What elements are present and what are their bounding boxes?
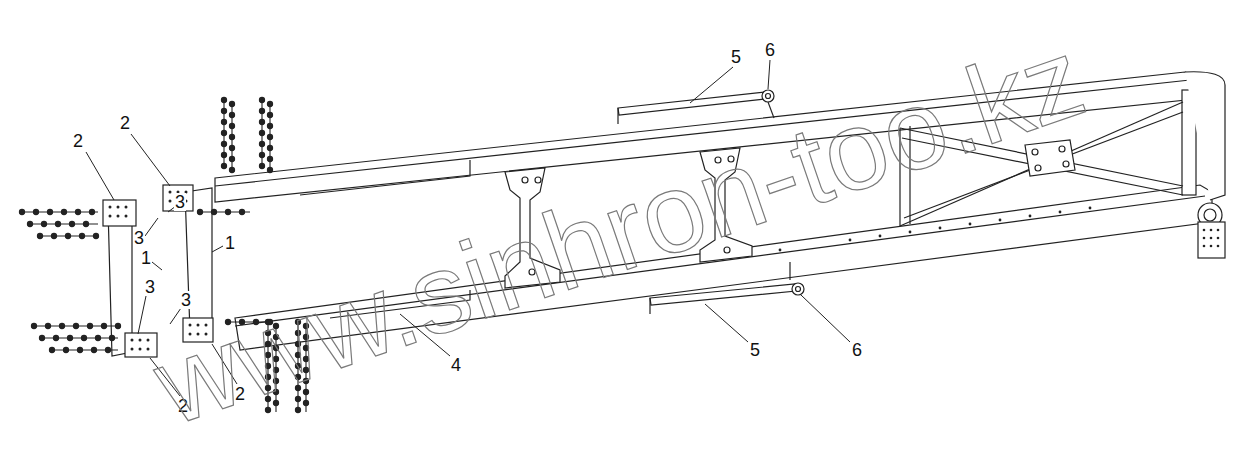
callout-number: 6 (851, 341, 863, 359)
callout-number: 1 (224, 234, 236, 252)
callout-number: 2 (234, 385, 246, 403)
callout-number: 2 (72, 132, 84, 150)
callout-number: 3 (133, 229, 145, 247)
callout-number: 3 (180, 291, 192, 309)
callout-number: 5 (749, 341, 761, 359)
callout-number: 2 (119, 114, 131, 132)
callout-number: 3 (174, 193, 186, 211)
callout-number: 2 (177, 397, 189, 415)
callout-number: 1 (140, 249, 152, 267)
callout-number: 6 (764, 41, 776, 59)
callout-number: 3 (144, 278, 156, 296)
callout-number: 4 (450, 356, 462, 374)
callout-number: 5 (730, 48, 742, 66)
watermark: www.sinhron-too.kz (143, 21, 1098, 443)
